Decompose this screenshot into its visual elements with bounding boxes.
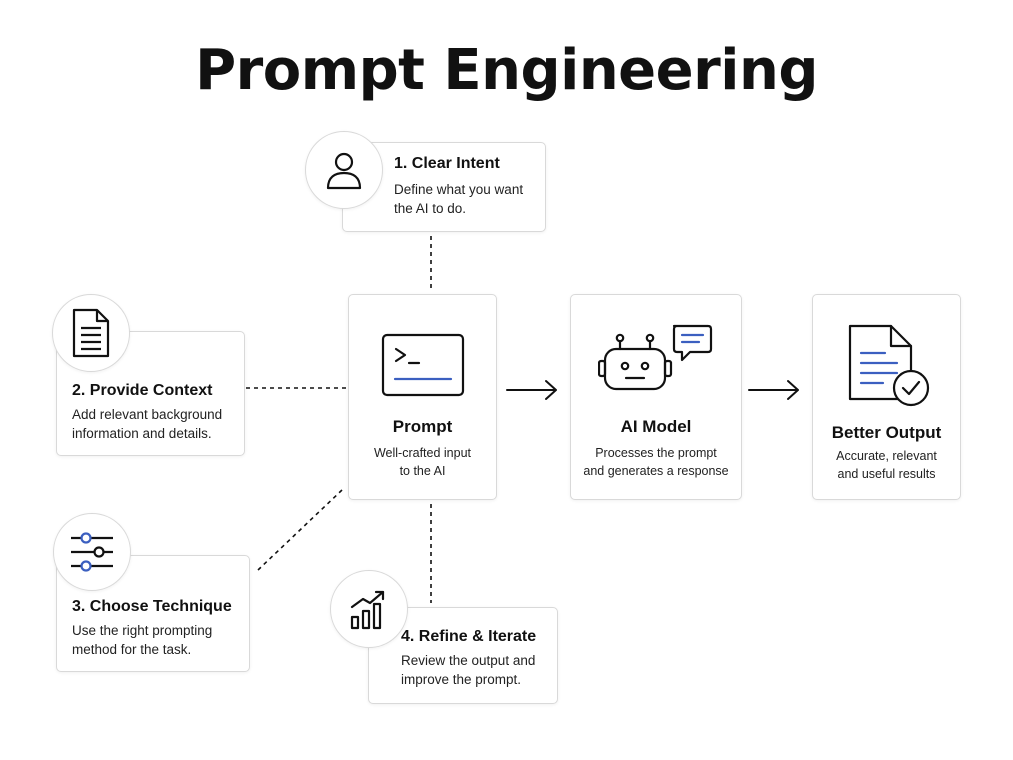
step-title: 3. Choose Technique [72, 598, 232, 615]
arrow-model-to-output [748, 380, 799, 400]
checked-document-icon [848, 324, 930, 407]
robot-icon [597, 324, 713, 391]
flow-description: Well-crafted input to the AI [373, 446, 472, 478]
step-icon-circle [53, 513, 131, 591]
terminal-icon [381, 333, 465, 397]
user-icon [326, 152, 362, 190]
step-description: Add relevant background information and … [72, 407, 223, 441]
flow-card-ai-model: AI Model Processes the prompt and genera… [570, 294, 742, 500]
step-description: Review the output and improve the prompt… [401, 653, 536, 687]
flow-title: Better Output [831, 423, 942, 442]
connector-technique [257, 489, 343, 571]
document-icon [72, 308, 110, 358]
step-title: 1. Clear Intent [394, 155, 500, 172]
flow-card-prompt: Prompt Well-crafted input to the AI [348, 294, 497, 500]
step-icon-circle [305, 131, 383, 209]
arrow-prompt-to-model [506, 380, 557, 400]
flow-description: Accurate, relevant and useful results [836, 449, 937, 481]
step-title: 2. Provide Context [72, 382, 213, 399]
flow-description: Processes the prompt and generates a res… [583, 446, 729, 478]
flow-title: Prompt [392, 417, 453, 436]
flow-card-better-output: Better Output Accurate, relevant and use… [812, 294, 961, 500]
step-icon-circle [330, 570, 408, 648]
step-description: Define what you want the AI to do. [394, 182, 524, 216]
step-icon-circle [52, 294, 130, 372]
growth-chart-icon [350, 590, 385, 630]
sliders-icon [71, 532, 113, 572]
step-description: Use the right prompting method for the t… [72, 623, 213, 657]
page-title: Prompt Engineering [195, 38, 818, 103]
step-title: 4. Refine & Iterate [401, 628, 537, 645]
flow-title: AI Model [620, 417, 692, 436]
